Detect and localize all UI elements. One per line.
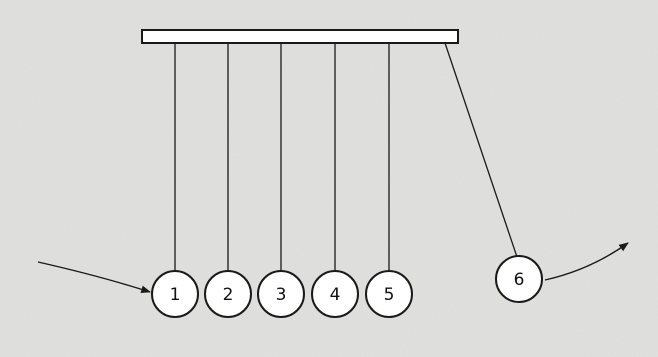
strings xyxy=(174,42,518,274)
outgoing-arrow xyxy=(544,242,629,281)
ball-5: 5 xyxy=(365,270,413,318)
ball-6-label: 6 xyxy=(514,270,525,290)
ball-4-circle xyxy=(311,270,359,318)
ball-3-circle xyxy=(257,270,305,318)
ball-3: 3 xyxy=(257,270,305,318)
string-6 xyxy=(444,42,518,258)
ball-1-label: 1 xyxy=(170,285,181,305)
ball-4-label: 4 xyxy=(330,285,341,305)
ball-3-label: 3 xyxy=(276,285,287,305)
ball-6-circle xyxy=(495,255,543,303)
ball-2-circle xyxy=(204,270,252,318)
ball-2-label: 2 xyxy=(223,285,234,305)
ball-2: 2 xyxy=(204,270,252,318)
ball-5-label: 5 xyxy=(384,285,395,305)
ball-1-circle xyxy=(151,270,199,318)
ball-1: 1 xyxy=(151,270,199,318)
support-bar xyxy=(141,29,459,44)
balls: 1 2 3 4 5 6 xyxy=(151,255,543,318)
ball-6: 6 xyxy=(495,255,543,303)
incoming-arrow xyxy=(37,261,151,294)
ball-4: 4 xyxy=(311,270,359,318)
ball-5-circle xyxy=(365,270,413,318)
